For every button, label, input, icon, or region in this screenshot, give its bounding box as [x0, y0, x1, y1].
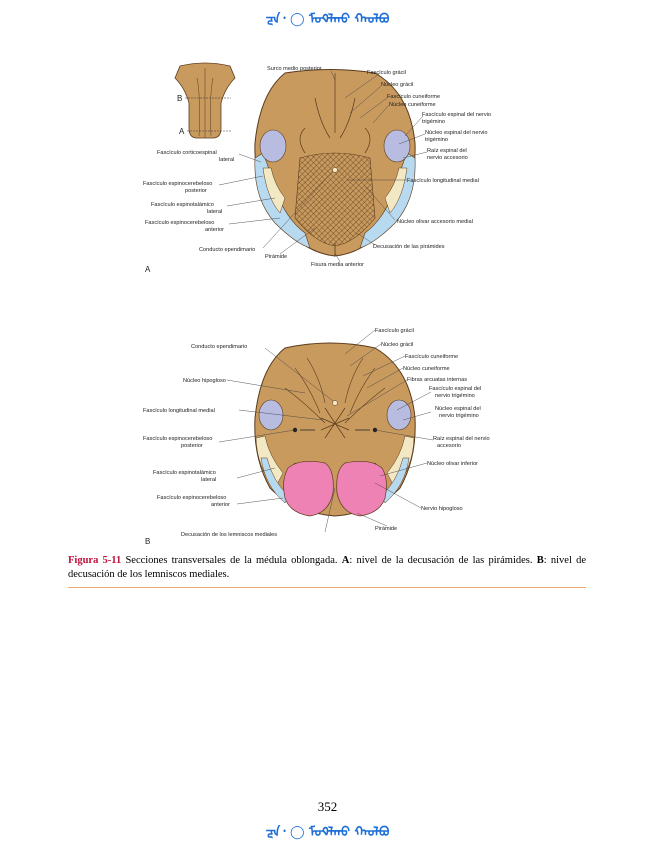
caption-b-key: B	[537, 555, 544, 566]
label-b-fasciculo-cuneiforme: Fascículo cuneiforme	[405, 354, 458, 360]
label-fasciculo-gracil: Fascículo grácil	[367, 70, 406, 76]
panel-a: B A	[143, 63, 491, 274]
label-b-fasciculo-gracil: Fascículo grácil	[375, 328, 414, 334]
label-b-fibras-arcuatas: Fibras arcuatas internas	[407, 377, 467, 383]
label-nucleo-olivar: Núcleo olivar accesorio medial	[397, 219, 473, 225]
label-b-decusacion: Decusación de los lemniscos mediales	[181, 532, 277, 538]
label-fasc-espinal-2: trigémino	[422, 119, 445, 125]
label-fasc-longitudinal: Fascículo longitudinal medial	[407, 178, 479, 184]
label-b-nucleo-hipogloso: Núcleo hipogloso	[183, 378, 226, 384]
label-b-nervio-hipogloso: Nervio hipogloso	[421, 506, 463, 512]
caption-text-1: Secciones transversales de la médula obl…	[121, 555, 342, 566]
label-b-fasc-longitudinal: Fascículo longitudinal medial	[143, 408, 215, 414]
label-b-conducto: Conducto ependimario	[191, 344, 247, 350]
page-number: 352	[0, 799, 655, 815]
medulla-figure: B A	[135, 58, 520, 548]
label-raiz-espinal-1: Raíz espinal del	[427, 148, 467, 154]
label-fasc-espinocereb-ant-1: Fascículo espinocerebeloso	[145, 220, 214, 226]
label-b-nucleo-espinal-2: nervio trigémino	[439, 413, 479, 419]
label-b-fasc-espinotalamico-1: Fascículo espinotalámico	[153, 470, 216, 476]
panel-b: Fascículo grácil Conducto ependimario Nú…	[143, 328, 490, 546]
label-nucleo-espinal-1: Núcleo espinal del nervio	[425, 130, 488, 136]
label-b-fasc-espinocereb-post-1: Fascículo espinocerebeloso	[143, 436, 212, 442]
caption-divider	[68, 587, 586, 588]
label-b-fasc-espinal-1: Fascículo espinal del	[429, 386, 481, 392]
label-fasc-espinocereb-post-1: Fascículo espinocerebeloso	[143, 181, 212, 187]
label-fasc-corticoespinal-1: Fascículo corticoespinal	[157, 150, 217, 156]
label-b-fasc-espinocereb-ant-2: anterior	[211, 502, 230, 508]
caption-figure-label: Figura 5-11	[68, 555, 121, 566]
figure-caption: Figura 5-11 Secciones transversales de l…	[68, 554, 586, 582]
label-b-fasc-espinocereb-ant-1: Fascículo espinocerebeloso	[157, 495, 226, 501]
label-fasc-corticoespinal-2: lateral	[219, 157, 234, 163]
panel-b-letter: B	[145, 537, 150, 546]
label-conducto: Conducto ependimario	[199, 247, 255, 253]
key-label-b: B	[177, 94, 182, 103]
label-b-raiz-espinal-2: accesorio	[437, 443, 461, 449]
label-fasc-espinocereb-post-2: posterior	[185, 188, 207, 194]
label-nucleo-espinal-2: trigémino	[425, 137, 448, 143]
brainstem-key-diagram: B A	[175, 63, 235, 138]
label-b-nucleo-cuneiforme: Núcleo cuneiforme	[403, 366, 450, 372]
label-fisura: Fisura media anterior	[311, 262, 364, 268]
label-surco-medio: Surco medio posterior	[267, 66, 322, 72]
label-b-piramide: Pirámide	[375, 526, 397, 532]
panel-a-letter: A	[145, 265, 151, 274]
label-b-fasc-espinotalamico-2: lateral	[201, 477, 216, 483]
header-watermark: ᡓᠡ᠂ ◯ ᡏᠣᡐᠯᠬᠣ ᠬᠣ᠋ᠯᠪᠣ	[0, 4, 655, 27]
section-b	[255, 343, 415, 516]
label-piramide: Pirámide	[265, 254, 287, 260]
label-b-nucleo-gracil: Núcleo grácil	[381, 342, 413, 348]
label-decusacion: Decusación de las pirámides	[373, 244, 445, 250]
label-fasc-espinotalamico-2: lateral	[207, 209, 222, 215]
label-fasc-espinocereb-ant-2: anterior	[205, 227, 224, 233]
label-b-nucleo-espinal-1: Núcleo espinal del	[435, 406, 481, 412]
label-raiz-espinal-2: nervio accesorio	[427, 155, 468, 161]
footer-watermark: ᡓᠡ᠂ ◯ ᡏᠣᡐᠯᠬᠣ ᠬᠣ᠋ᠯᠪᠣ	[0, 817, 655, 840]
key-label-a: A	[179, 127, 185, 136]
label-fasc-espinotalamico-1: Fascículo espinotalámico	[151, 202, 214, 208]
label-b-raiz-espinal-1: Raíz espinal del nervio	[433, 436, 490, 442]
label-nucleo-gracil: Núcleo grácil	[381, 82, 413, 88]
label-fasc-espinal-1: Fascículo espinal del nervio	[422, 112, 491, 118]
label-b-fasc-espinocereb-post-2: posterior	[181, 443, 203, 449]
label-fasciculo-cuneiforme: Fascículo cuneiforme	[387, 94, 440, 100]
label-b-nucleo-olivar: Núcleo olivar inferior	[427, 461, 478, 467]
label-nucleo-cuneiforme: Núcleo cuneiforme	[389, 102, 436, 108]
caption-text-2: : nivel de la decusación de las pirámide…	[349, 555, 536, 566]
label-b-fasc-espinal-2: nervio trigémino	[435, 393, 475, 399]
